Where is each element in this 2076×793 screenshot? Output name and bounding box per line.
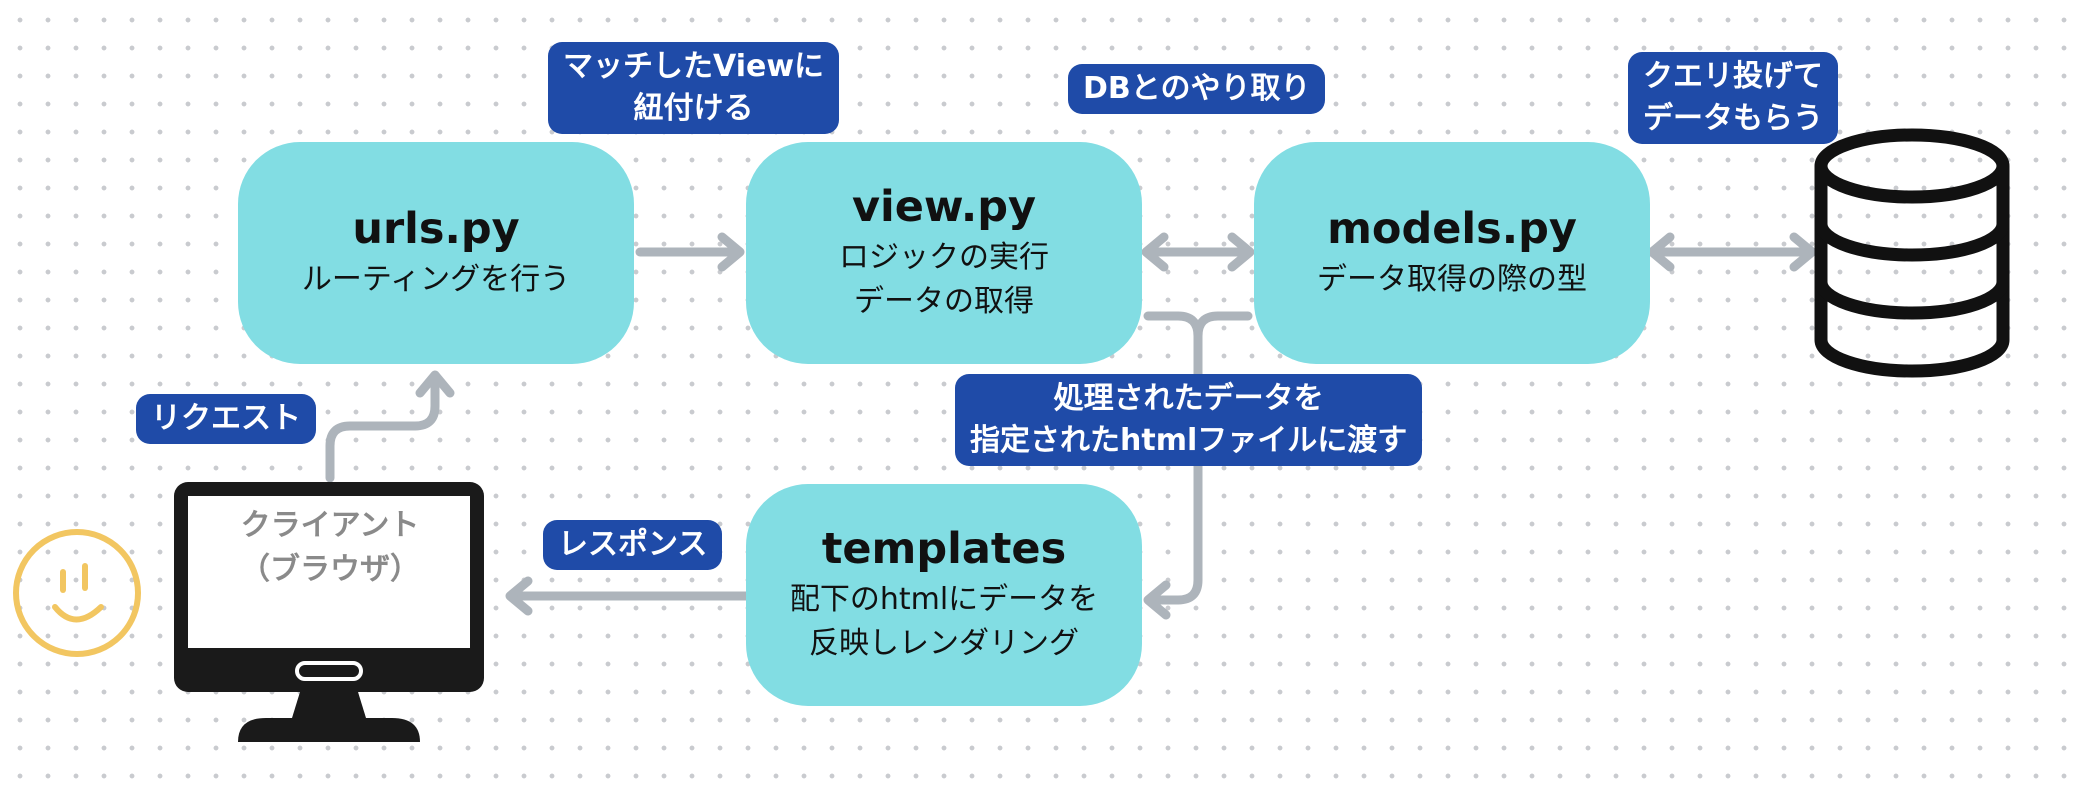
node-models-title: models.py [1327,203,1577,254]
label-match-view: マッチしたViewに 紐付ける [548,42,840,134]
node-templates-title: templates [821,523,1067,574]
label-response: レスポンス [543,520,723,570]
node-models: models.py データ取得の際の型 [1254,142,1650,364]
node-models-desc: データ取得の際の型 [1317,261,1587,297]
client-label: クライアント （ブラウザ） [240,508,420,587]
node-view-desc: ロジックの実行 データの取得 [839,240,1049,319]
label-query: クエリ投げて データもらう [1628,52,1838,144]
node-templates-desc: 配下のhtmlにデータを 反映しレンダリング [789,582,1099,661]
arrow-urls-to-view [635,232,745,272]
arrow-response [505,576,751,616]
label-db-exchange: DBとのやり取り [1068,64,1326,114]
node-view-title: view.py [851,181,1037,232]
label-pass-data: 処理されたデータを 指定されたhtmlファイルに渡す [955,374,1423,466]
node-urls: urls.py ルーティングを行う [238,142,634,364]
smiley-icon [13,529,141,657]
arrow-to-templates [1143,311,1253,620]
arrow-models-database [1647,232,1817,272]
node-view: view.py ロジックの実行 データの取得 [746,142,1142,364]
monitor-icon [174,482,484,742]
database-icon [1814,128,2010,378]
node-urls-title: urls.py [352,203,520,254]
arrow-view-models [1141,232,1255,272]
arrow-request [325,370,455,483]
node-urls-desc: ルーティングを行う [301,261,571,297]
node-templates: templates 配下のhtmlにデータを 反映しレンダリング [746,484,1142,706]
label-request: リクエスト [136,394,316,444]
